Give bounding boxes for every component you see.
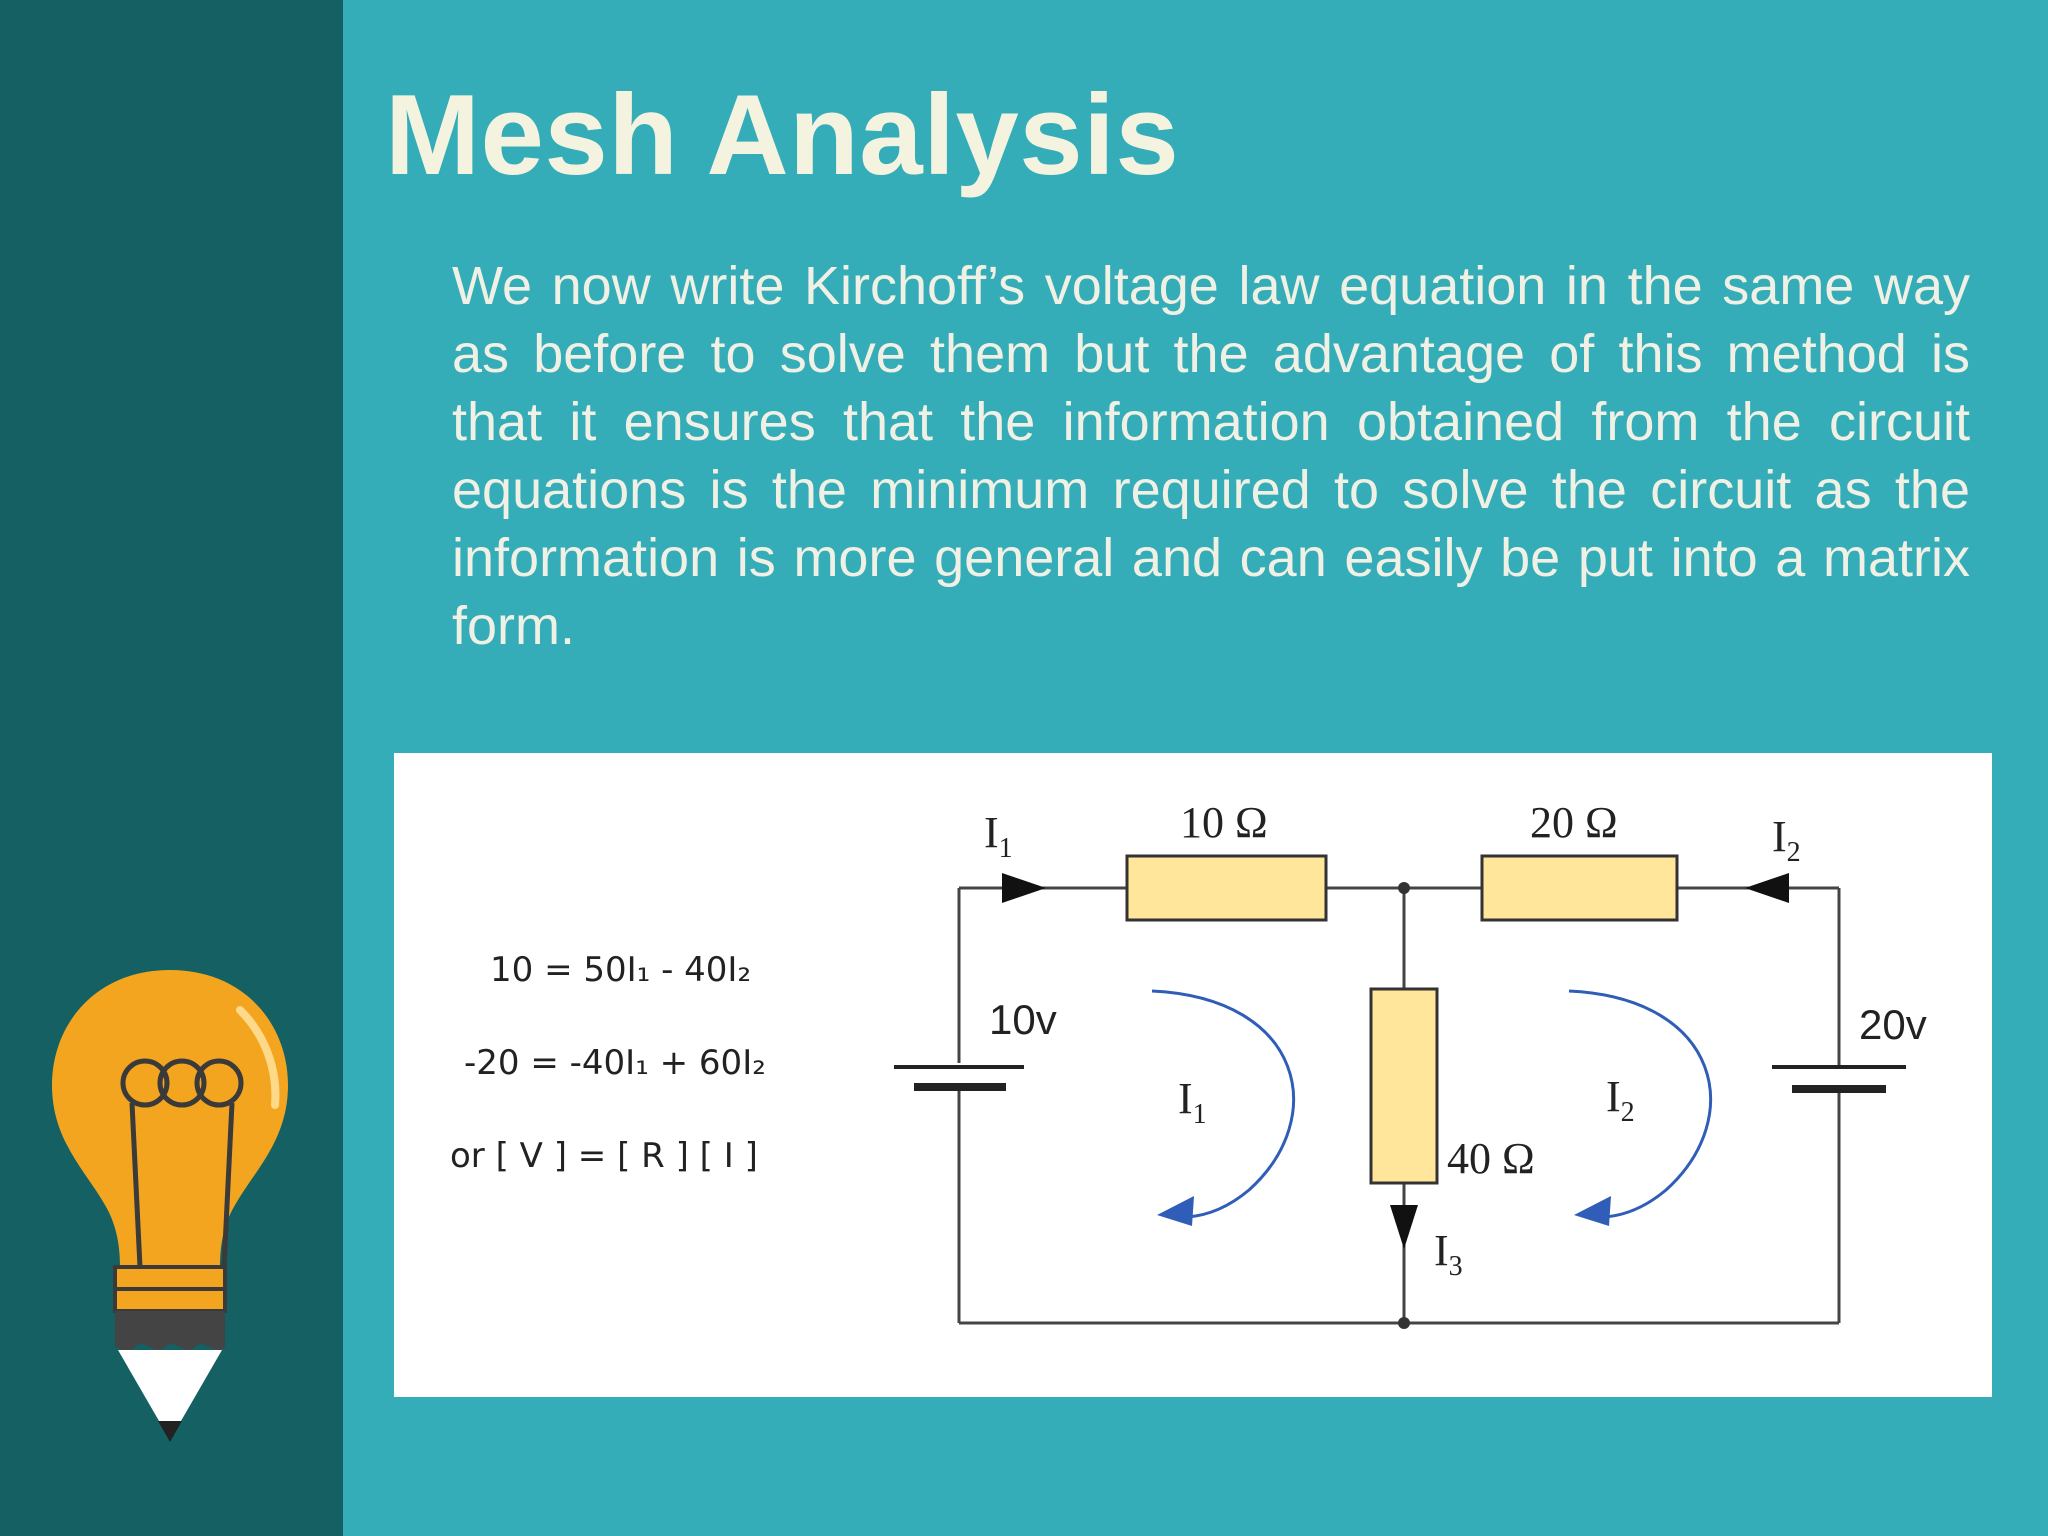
arrow-i3-down: [1390, 1205, 1418, 1249]
label-current-i2: I2: [1772, 812, 1801, 868]
label-resistor-10: 10 Ω: [1180, 798, 1268, 847]
label-mesh-i2: I2: [1606, 1072, 1635, 1128]
arrow-i1-right: [1002, 873, 1046, 903]
label-mesh-i1: I1: [1178, 1074, 1207, 1130]
equation-1: 10 = 50I₁ - 40I₂: [490, 950, 752, 990]
circuit-figure: 10 = 50I₁ - 40I₂ -20 = -40I₁ + 60I₂ or […: [394, 753, 1992, 1397]
resistor-20: [1480, 854, 1679, 922]
equation-2: -20 = -40I₁ + 60I₂: [464, 1043, 766, 1083]
junction-top: [1398, 882, 1410, 894]
circuit-diagram: [894, 854, 1906, 1329]
arrow-i2-left: [1745, 873, 1789, 903]
label-current-i3: I3: [1434, 1226, 1463, 1282]
label-current-i1: I1: [984, 808, 1013, 864]
mesh2-curve: [1568, 989, 1712, 1219]
label-voltage-20v: 20v: [1859, 1001, 1927, 1048]
slide-title: Mesh Analysis: [385, 72, 1180, 199]
lightbulb-pencil-icon: [52, 970, 288, 1442]
mesh1-curve: [1151, 989, 1295, 1219]
resistor-40: [1369, 987, 1439, 1185]
label-voltage-10v: 10v: [989, 996, 1057, 1043]
mesh1-arrowhead: [1157, 1196, 1194, 1226]
slide-paragraph: We now write Kirchoff’s voltage law equa…: [452, 256, 1970, 656]
equation-matrix: or [ V ] = [ R ] [ I ]: [450, 1136, 758, 1176]
mesh2-arrowhead: [1574, 1196, 1611, 1226]
label-resistor-20: 20 Ω: [1530, 798, 1618, 847]
resistor-10: [1125, 854, 1328, 922]
junction-bottom: [1398, 1317, 1410, 1329]
label-resistor-40: 40 Ω: [1447, 1134, 1535, 1183]
